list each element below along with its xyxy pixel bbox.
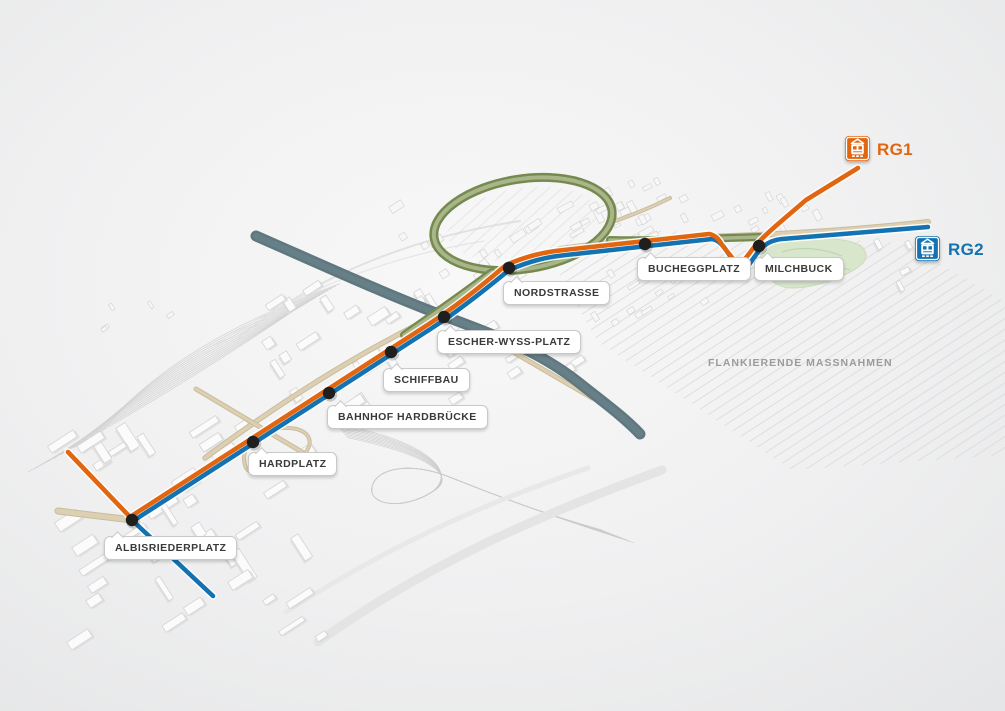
rail-track-knot — [335, 423, 635, 544]
rg1-label: RG1 — [877, 140, 913, 159]
station-label-escher-wyss-platz: ESCHER-WYSS-PLATZ — [437, 330, 582, 354]
station-dot-bucheggplatz — [638, 237, 652, 251]
station-label-albisriederplatz: ALBISRIEDERPLATZ — [104, 536, 238, 560]
station-dot-bahnhof-hardbr-cke — [322, 386, 336, 400]
station-label-bucheggplatz: BUCHEGGPLATZ — [637, 257, 752, 281]
rg2-tram-icon — [915, 236, 940, 261]
station-dot-hardplatz — [246, 435, 260, 449]
rg2-label: RG2 — [948, 240, 984, 259]
station-dot-escher-wyss-platz — [437, 310, 451, 324]
station-dot-nordstrasse — [502, 261, 516, 275]
station-dot-schiffbau — [384, 345, 398, 359]
station-label-bahnhof-hardbruecke: BAHNHOF HARDBRÜCKE — [327, 405, 488, 429]
station-dot-milchbuck — [752, 239, 766, 253]
station-dots — [125, 237, 768, 529]
station-label-nordstrasse: NORDSTRASSE — [503, 281, 611, 305]
rg1-tram-icon — [845, 136, 870, 161]
region-label-flankierende-massnahmen: FLANKIERENDE MASSNAHMEN — [708, 357, 893, 369]
station-label-hardplatz: HARDPLATZ — [248, 452, 338, 476]
station-dot-albisriederplatz — [125, 513, 139, 527]
hatched-measures-zone — [447, 186, 1005, 470]
station-label-schiffbau: SCHIFFBAU — [383, 368, 470, 392]
station-label-milchbuck: MILCHBUCK — [754, 257, 844, 281]
